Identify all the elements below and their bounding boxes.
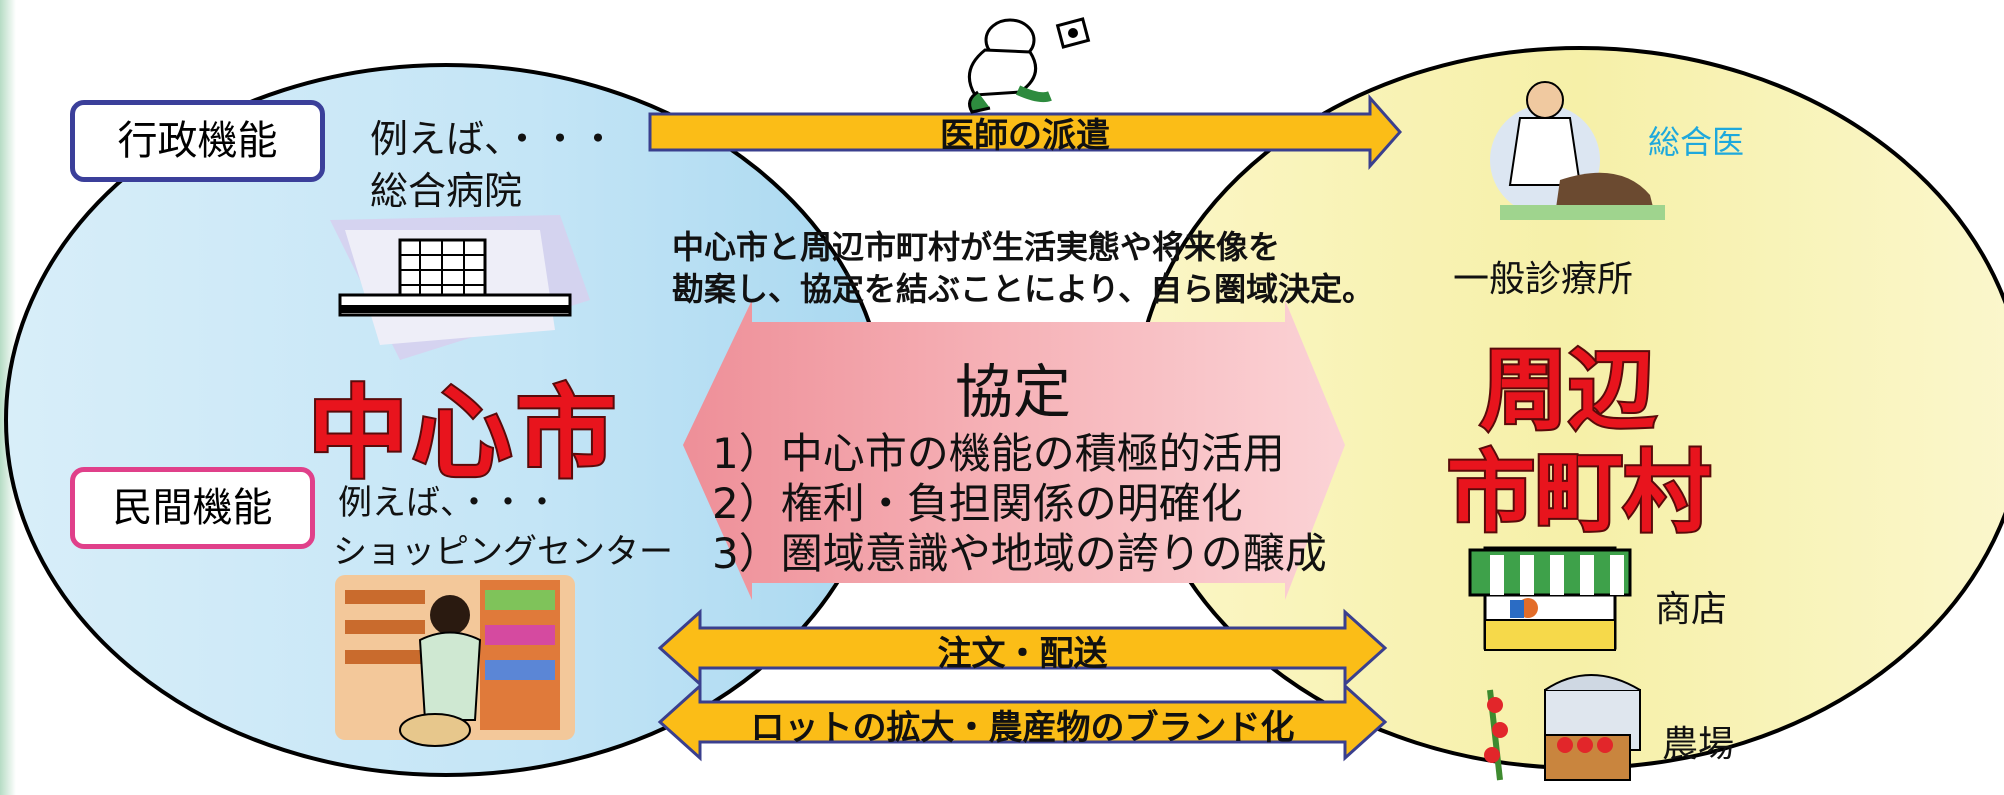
shop-label: 商店 — [1655, 589, 1728, 630]
shopper-illustration — [335, 575, 575, 747]
shop-illustration — [1468, 546, 1632, 651]
general-doctor-label: 総合医 — [1648, 123, 1745, 161]
branding-label: ロットの拡大・農産物のブランド化 — [750, 708, 1295, 748]
order-delivery-label: 注文・配送 — [937, 634, 1108, 674]
private-function-label: 民間機能 — [112, 485, 273, 531]
private-example-prefix: 例えば、・・・ — [338, 483, 559, 523]
agreement-item-3: 3）圏域意識や地域の誇りの醸成 — [712, 529, 1327, 578]
agreement-item-2: 2）権利・負担関係の明確化 — [712, 479, 1243, 528]
running-doctor-illustration — [967, 17, 1091, 114]
admin-example: 総合病院 — [370, 169, 523, 213]
admin-function-label: 行政機能 — [117, 118, 278, 164]
description-line1: 中心市と周辺市町村が生活実態や将来像を — [672, 228, 1281, 266]
doctor-dispatch-label: 医師の派遣 — [940, 116, 1110, 156]
description-line2: 勘案し、協定を結ぶことにより、自ら圏域決定。 — [672, 270, 1375, 308]
order-delivery-arrow — [657, 608, 1388, 688]
hospital-illustration — [330, 215, 590, 360]
agreement-item-1: 1）中心市の機能の積極的活用 — [712, 429, 1285, 478]
clinic-label: 一般診療所 — [1453, 259, 1634, 300]
admin-example-prefix: 例えば、・・・ — [370, 117, 618, 161]
farm-label: 農場 — [1662, 724, 1735, 765]
admin-function-box: 行政機能 — [70, 100, 325, 182]
branding-arrow — [657, 682, 1388, 762]
agreement-arrow — [683, 300, 1345, 600]
private-function-box: 民間機能 — [70, 467, 315, 549]
doctor-dispatch-arrow — [648, 94, 1403, 170]
surrounding-title-line1: 周辺 — [1478, 337, 1658, 444]
surrounding-title-line2: 市町村 — [1445, 439, 1713, 546]
private-example: ショッピングセンター — [333, 532, 673, 572]
central-city-title: 中心市 — [306, 373, 620, 494]
doctor-patient-illustration — [1490, 81, 1665, 220]
farm-illustration — [1484, 674, 1641, 781]
agreement-title: 協定 — [955, 358, 1072, 426]
